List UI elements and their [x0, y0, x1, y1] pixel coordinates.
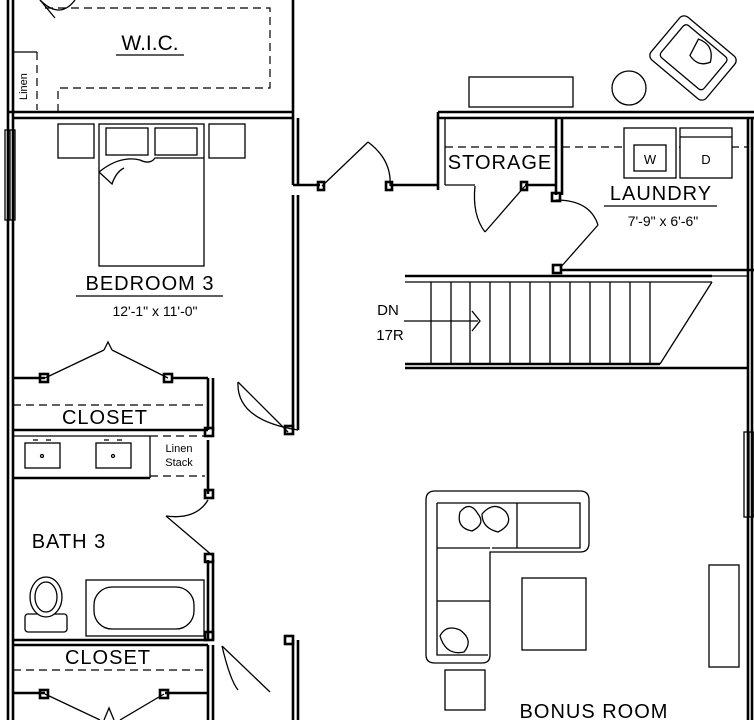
nightstand-left [57, 123, 95, 159]
bedroom3-label: BEDROOM 3 [85, 273, 214, 295]
bedroom3-size: 12'-1" x 11'-0" [112, 303, 197, 319]
stair-arrow-icon [471, 310, 481, 332]
tv-console [708, 564, 740, 668]
laundry-room: W D LAUNDRY 7'-9" x 6'-6" [555, 127, 748, 269]
bedroom3: BEDROOM 3 12'-1" x 11'-0" [57, 123, 299, 433]
windows [4, 129, 754, 518]
top-furniture [468, 15, 737, 108]
closet-lower: CLOSET [13, 645, 271, 720]
walls [6, 0, 754, 720]
dryer-label: D [701, 152, 710, 167]
laundry-label: LAUNDRY [610, 183, 712, 205]
closet-lower-label: CLOSET [65, 647, 151, 669]
bath3-label: BATH 3 [32, 531, 107, 553]
linen-label: Linen [18, 73, 30, 100]
closet-upper-label: CLOSET [62, 407, 148, 429]
armchair [649, 15, 737, 101]
storage-room: STORAGE [445, 146, 556, 233]
console-table [468, 76, 574, 108]
coffee-table [521, 577, 587, 651]
ottoman [444, 669, 486, 711]
nightstand-right [208, 123, 246, 159]
stairs: DN 17R [376, 274, 748, 370]
sectional-sofa [425, 490, 590, 664]
bonus-room: BONUS ROOM [425, 490, 740, 720]
linen-stack-line1: Linen [166, 443, 193, 455]
hall-door [321, 141, 391, 187]
sink-right [95, 442, 132, 469]
round-table [611, 70, 647, 106]
stairs-direction: DN [377, 302, 399, 319]
washer-label: W [644, 152, 657, 167]
bonus-room-label: BONUS ROOM [520, 701, 669, 720]
linen-stack-line2: Stack [165, 457, 193, 469]
closet-upper: CLOSET [13, 340, 208, 429]
dryer [679, 127, 733, 179]
pillow-icon [439, 505, 510, 654]
stairs-risers: 17R [376, 327, 404, 344]
vanity: Linen Stack [13, 435, 205, 478]
storage-label: STORAGE [448, 152, 552, 174]
wic-room: W.I.C. Linen [13, 0, 271, 112]
sink-left [24, 442, 61, 469]
laundry-size: 7'-9" x 6'-6" [628, 213, 699, 229]
bath3: BATH 3 [24, 499, 214, 637]
wic-label: W.I.C. [121, 32, 178, 55]
